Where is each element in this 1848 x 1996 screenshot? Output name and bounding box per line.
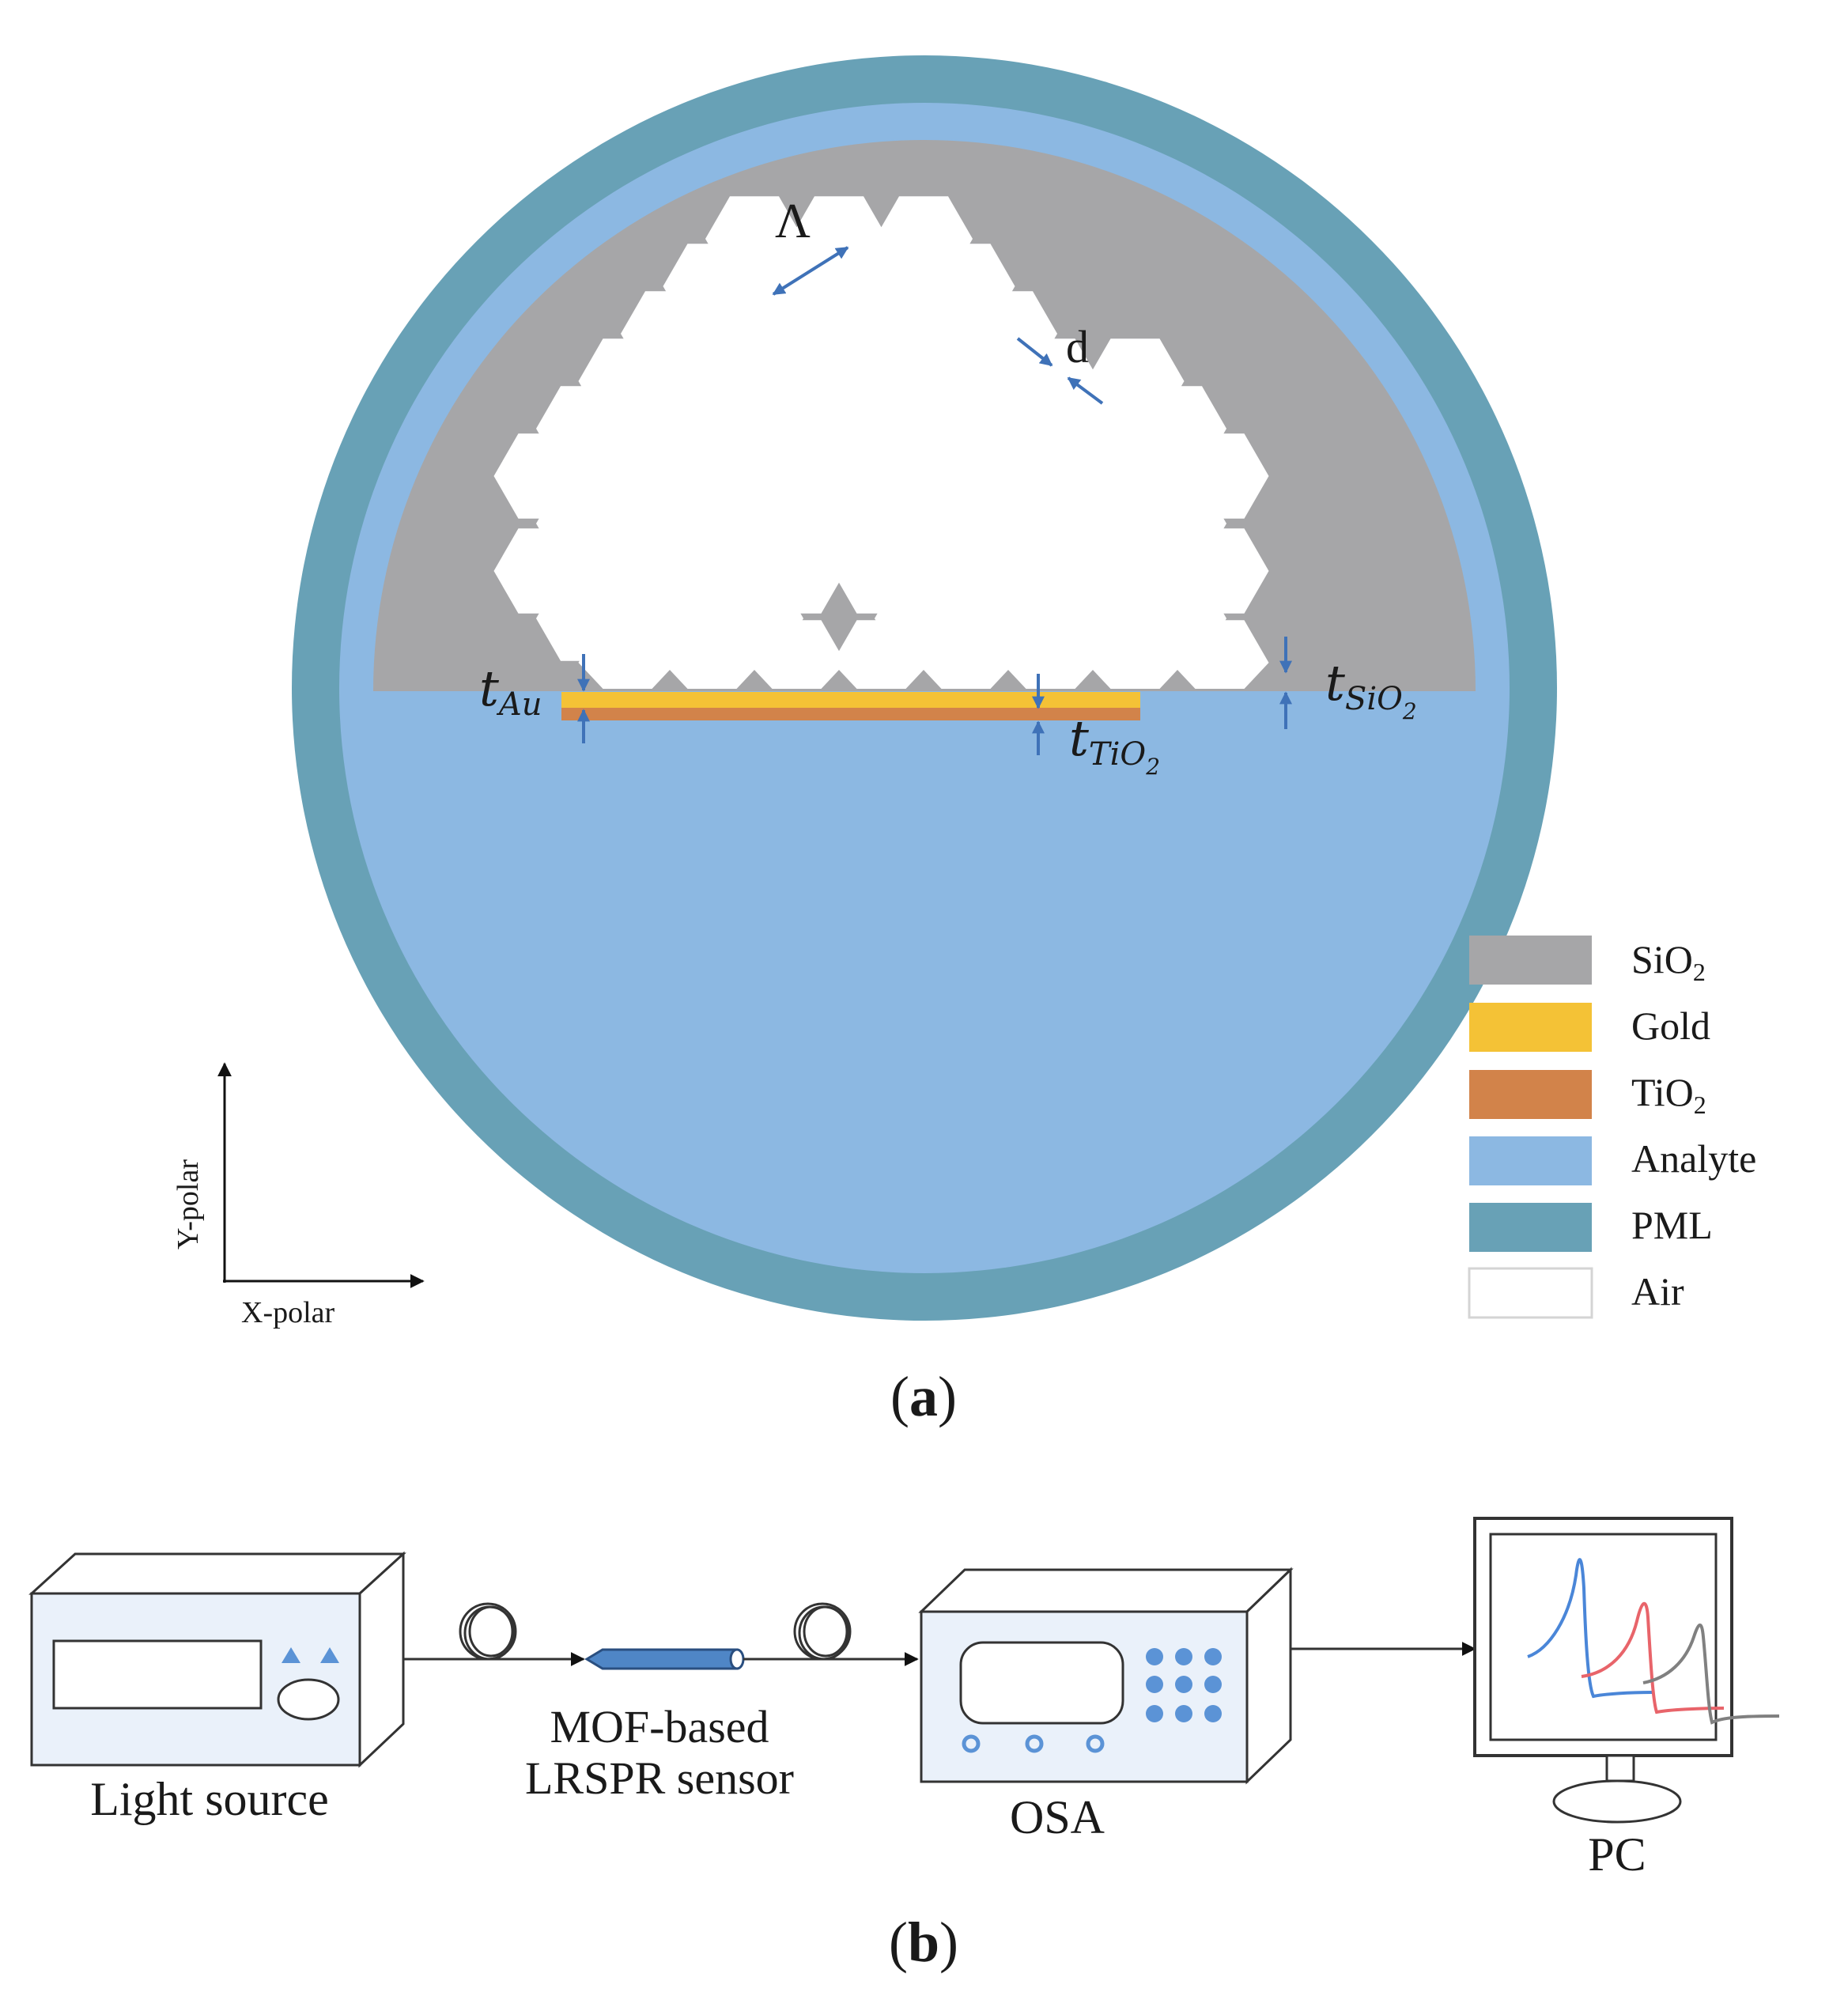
sensor-label-line2: LRSPR sensor xyxy=(525,1752,794,1804)
probe-body xyxy=(584,1648,739,1670)
air-hole xyxy=(875,196,973,282)
t-au-label: tAu xyxy=(479,660,542,723)
legend-item-pml: PML xyxy=(1469,1203,1713,1252)
svg-text:SiO2: SiO2 xyxy=(1631,937,1706,986)
mof-sensor-probe xyxy=(584,1648,745,1670)
polarization-axes xyxy=(217,1062,425,1288)
fiber-link-2 xyxy=(743,1602,917,1661)
probe-end xyxy=(729,1648,745,1670)
svg-text:Gold: Gold xyxy=(1631,1004,1710,1048)
fiber-coil-1c xyxy=(468,1605,514,1658)
caption-b: (b) xyxy=(889,1911,958,1974)
spectrum-curve-blue xyxy=(1527,1558,1653,1699)
osa-ports xyxy=(962,1734,1105,1753)
d-label: d xyxy=(1066,321,1089,372)
fiber-coil-2c xyxy=(803,1605,848,1658)
sensor-label-line1: MOF-based xyxy=(550,1701,769,1752)
gold-layer xyxy=(561,692,1140,708)
lambda-arrow xyxy=(772,246,849,296)
osa-top xyxy=(918,1568,1294,1613)
light-source-display xyxy=(52,1639,263,1710)
spectrum-curve-grey xyxy=(1642,1624,1780,1725)
light-source-label: Light source xyxy=(90,1773,329,1825)
t-sio2-label: tSiO2 xyxy=(1325,654,1417,724)
legend-item-sio2: SiO2 xyxy=(1469,936,1706,986)
legend-item-analyte: Analyte xyxy=(1469,1136,1756,1185)
osa-label: OSA xyxy=(1010,1791,1105,1843)
y-polar-label: Y-polar xyxy=(172,1159,205,1249)
tio2-layer xyxy=(561,708,1140,720)
caption-a: (a) xyxy=(890,1365,957,1428)
air-hole xyxy=(1086,338,1185,424)
d-arrow-lower xyxy=(1067,376,1104,405)
light-source-top xyxy=(28,1552,406,1595)
pc-neck xyxy=(1605,1754,1635,1782)
pc-screen xyxy=(1489,1533,1718,1741)
light-source-button-right xyxy=(320,1647,339,1663)
svg-text:TiO2: TiO2 xyxy=(1631,1070,1706,1119)
pc-spectra xyxy=(1527,1558,1780,1725)
svg-text:Air: Air xyxy=(1631,1269,1684,1314)
legend-swatch-tio2 xyxy=(1469,1070,1592,1119)
legend-swatch-analyte xyxy=(1469,1136,1592,1185)
lambda-label: Λ xyxy=(775,195,811,248)
legend-item-air: Air xyxy=(1468,1267,1684,1319)
pc-monitor xyxy=(1473,1517,1733,1824)
legend-item-tio2: TiO2 xyxy=(1469,1070,1706,1119)
fiber-link-1 xyxy=(403,1602,584,1661)
legend-swatch-pml xyxy=(1469,1203,1592,1252)
dimension-arrows xyxy=(577,246,1292,755)
d-arrow-upper xyxy=(1016,337,1053,367)
osa-device xyxy=(918,1567,1294,1785)
osa-keypad xyxy=(1146,1648,1222,1722)
legend-swatch-air xyxy=(1468,1267,1593,1319)
svg-text:Analyte: Analyte xyxy=(1631,1136,1756,1181)
legend: SiO2 Gold TiO2 Analyte PML Air xyxy=(1468,936,1756,1319)
spectrum-curve-red xyxy=(1581,1602,1725,1714)
legend-swatch-gold xyxy=(1469,1003,1592,1052)
pc-stand xyxy=(1552,1779,1682,1824)
legend-item-gold: Gold xyxy=(1469,1003,1710,1052)
light-source-device xyxy=(28,1551,406,1768)
light-source-button-left xyxy=(282,1647,300,1663)
fiber-cross-section xyxy=(292,55,1557,1321)
legend-swatch-sio2 xyxy=(1469,936,1592,985)
pc-label: PC xyxy=(1588,1828,1646,1881)
osa-screen xyxy=(959,1641,1124,1725)
x-polar-label: X-polar xyxy=(241,1296,335,1329)
light-source-knob xyxy=(277,1678,340,1721)
air-hole-lattice xyxy=(493,196,1269,689)
svg-text:PML: PML xyxy=(1631,1203,1713,1247)
t-tio2-label: tTiO2 xyxy=(1069,709,1160,780)
